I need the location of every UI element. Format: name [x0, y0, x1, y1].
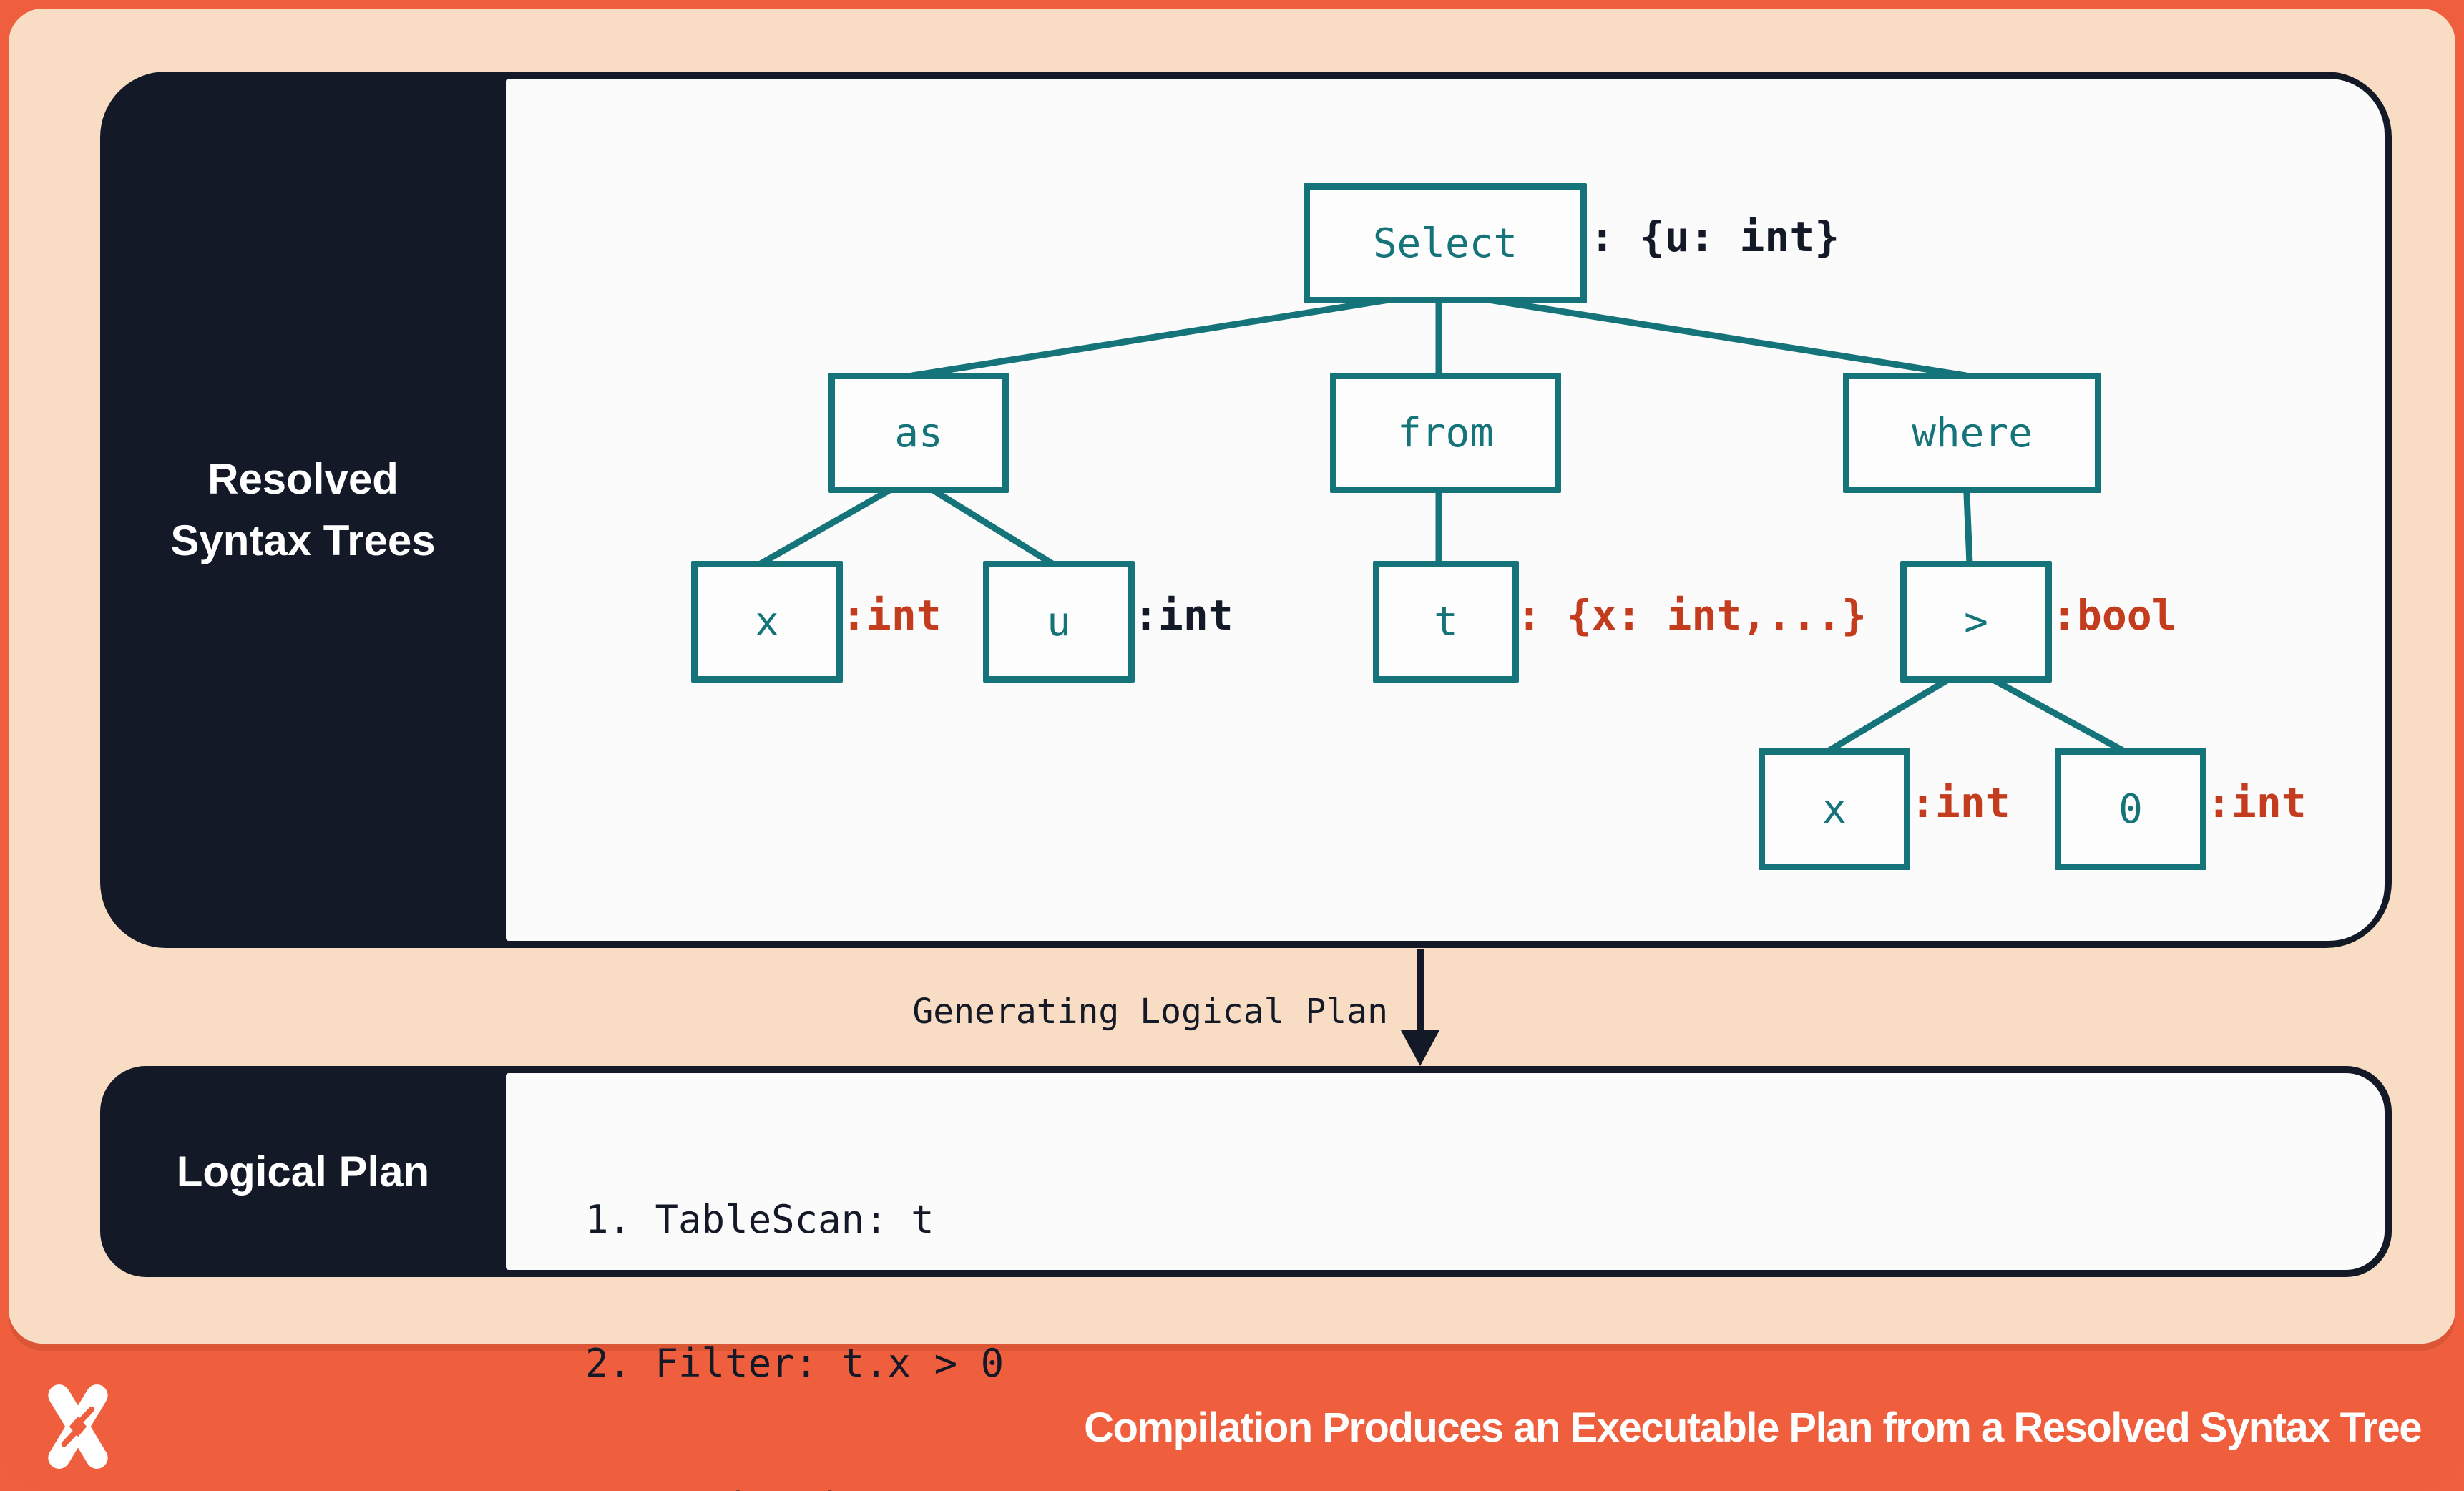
logical-plan-steps: 1. TableScan: t 2. Filter: t.x > 0 3. Pr…: [585, 1100, 1120, 1491]
tree-node-as: as: [828, 373, 1009, 493]
tree-node-zero: 0: [2055, 748, 2206, 870]
tree-node-t-from: t: [1373, 561, 1519, 683]
footer-band: Compilation Produces an Executable Plan …: [0, 1344, 2464, 1491]
tree-node-select: Select: [1304, 183, 1587, 303]
plan-step-2: 2. Filter: t.x > 0: [585, 1341, 1004, 1386]
tree-node-from: from: [1330, 373, 1561, 493]
panel-title-line: Syntax Trees: [170, 516, 436, 564]
transition-label: Generating Logical Plan: [912, 992, 1388, 1032]
tree-node-where: where: [1843, 373, 2101, 493]
resolved-syntax-trees-sidebar: Resolved Syntax Trees: [100, 72, 506, 948]
footer-title: Compilation Produces an Executable Plan …: [1084, 1404, 2422, 1451]
tree-node-u-as: u: [983, 561, 1135, 683]
type-annotation-greater-than: :bool: [2052, 591, 2177, 640]
type-annotation-t-from: : {x: int,...}: [1517, 591, 1867, 640]
panel-title: Logical Plan: [176, 1147, 430, 1196]
logical-plan-content: [506, 1073, 2385, 1270]
plan-step-1: 1. TableScan: t: [585, 1197, 934, 1242]
logical-plan-sidebar: Logical Plan: [100, 1066, 506, 1277]
resolved-syntax-trees-panel: Resolved Syntax Trees: [100, 72, 2392, 948]
logical-plan-panel: Logical Plan: [100, 1066, 2392, 1277]
x-logo-icon: [48, 1384, 108, 1469]
tree-node-x-as: x: [691, 561, 843, 683]
plan-step-3: 3. Projection: t.x as u: [585, 1483, 1120, 1491]
type-annotation-x-as: :int: [841, 591, 942, 640]
type-annotation-zero: :int: [2206, 778, 2307, 827]
tree-node-x-cmp: x: [1759, 748, 1910, 870]
type-annotation-select: : {u: int}: [1590, 212, 1840, 261]
type-annotation-x-cmp: :int: [1910, 778, 2010, 827]
panel-title-line: Resolved: [207, 454, 399, 503]
tree-node-greater-than: >: [1900, 561, 2052, 683]
type-annotation-u-as: :int: [1133, 591, 1233, 640]
